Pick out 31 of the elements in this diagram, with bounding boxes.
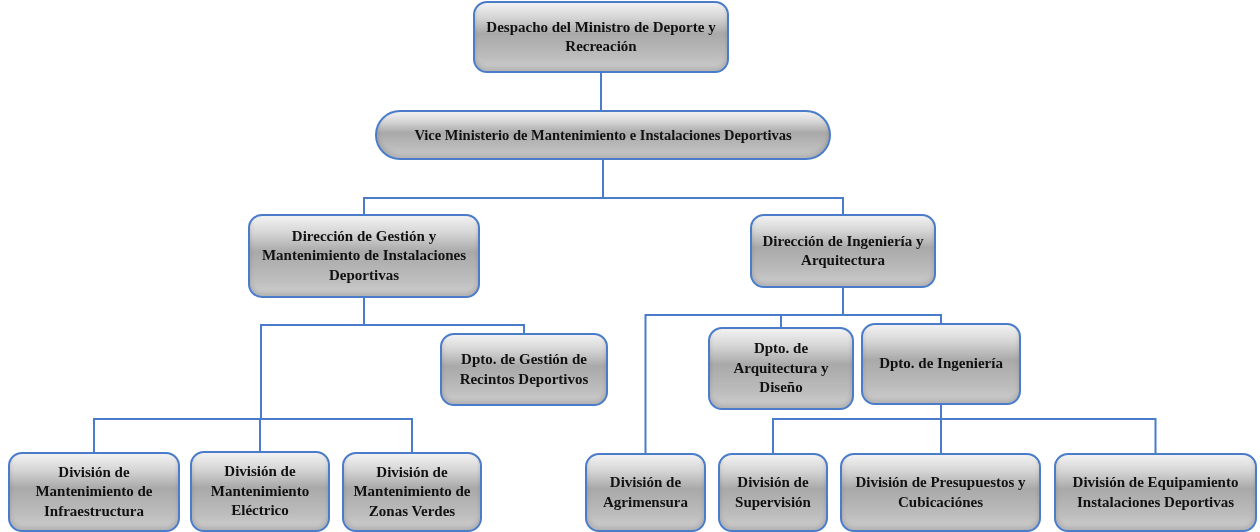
org-unit-box — [342, 452, 482, 532]
unit-name: Dpto. de Arquitectura y Diseño — [732, 339, 830, 398]
org-unit-box — [473, 1, 729, 73]
org-unit-box — [840, 453, 1041, 532]
org-unit-box — [440, 333, 608, 406]
unit-name: Dirección de Ingeniería y Arquitectura — [761, 231, 925, 270]
org-unit-box — [708, 327, 854, 410]
org-unit-box — [585, 453, 706, 532]
unit-name: Vice Ministerio de Mantenimiento e Instalaciones Deportivas — [414, 125, 792, 145]
unit-name: Dpto. de Ingeniería — [879, 354, 1003, 374]
unit-name: Dpto. de Gestión de Recintos Deportivos — [458, 350, 590, 389]
unit-name: División de Agrimensura — [602, 473, 689, 512]
unit-name: División de Equipamiento Instalaciones Deportivas — [1071, 473, 1240, 512]
org-unit-box — [190, 451, 330, 532]
org-unit-box — [861, 323, 1021, 405]
connector-line — [842, 287, 942, 324]
unit-name: División de Mantenimiento de Zonas Verdes — [352, 462, 472, 521]
unit-name: División de Supervisión — [734, 473, 812, 512]
unit-name: División de Mantenimiento de Infraestructura — [34, 462, 154, 521]
unit-name: Despacho del Ministro de Deporte y Recreación — [485, 17, 717, 56]
org-unit-box — [248, 214, 480, 298]
org-unit-box — [8, 452, 180, 532]
org-unit-box — [750, 214, 936, 288]
connector-line — [602, 159, 844, 215]
org-unit-box — [375, 110, 831, 160]
unit-name: División de Mantenimiento Eléctrico — [209, 462, 311, 521]
connector-line — [600, 72, 602, 111]
unit-name: Dirección de Gestión y Mantenimiento de Instalaciones Deportivas — [260, 226, 468, 285]
org-unit-box — [1054, 453, 1257, 532]
unit-name: División de Presupuestos y Cubicaciónes — [854, 473, 1027, 512]
org-unit-box — [718, 453, 828, 532]
